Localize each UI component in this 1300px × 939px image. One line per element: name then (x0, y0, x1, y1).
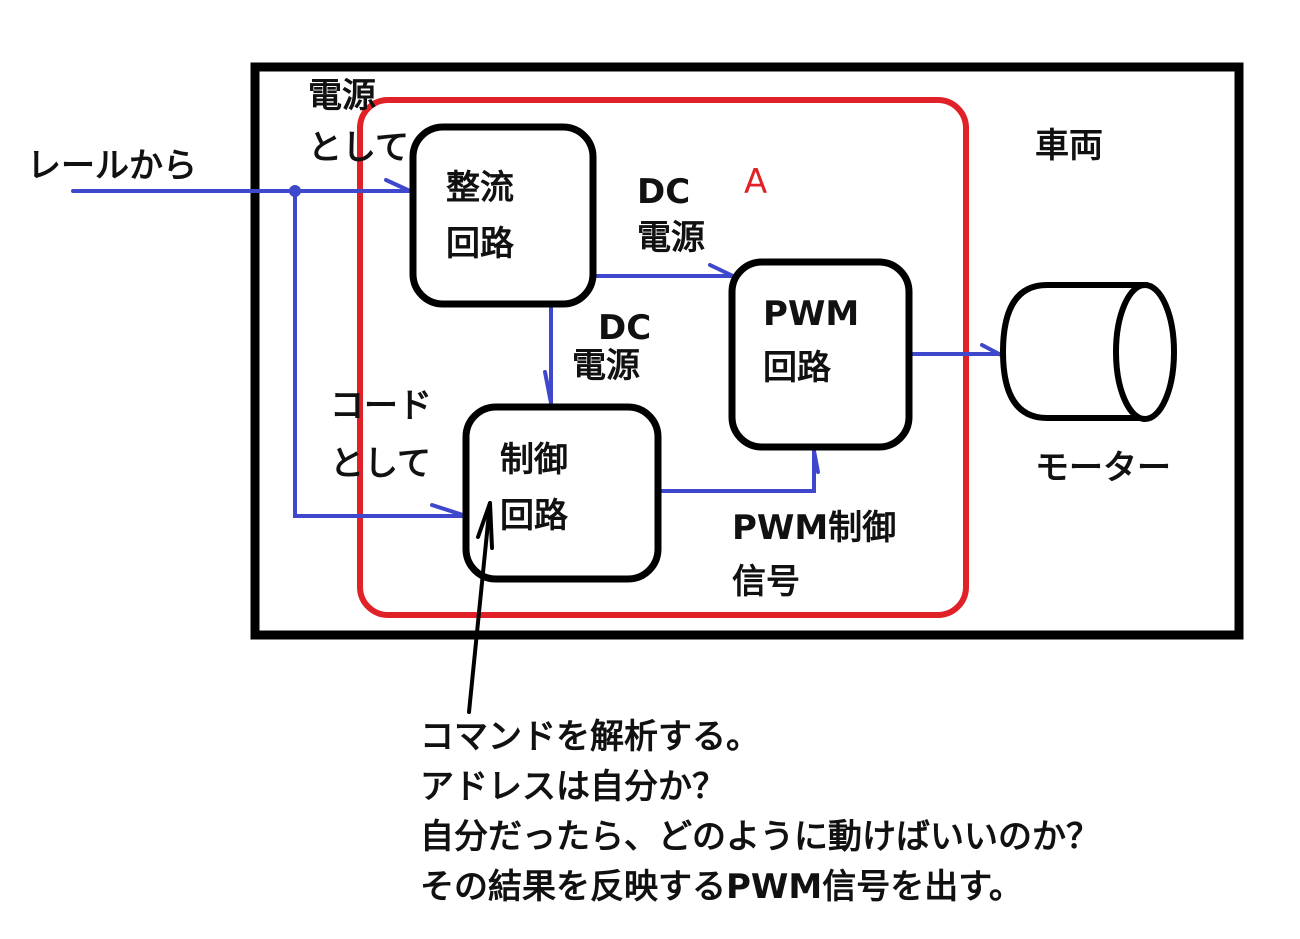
note-line: その結果を反映するPWM信号を出す。 (420, 867, 1023, 907)
rectifier-to-control-arrowhead (543, 370, 553, 405)
label-as-power-1: 電源 (308, 76, 376, 116)
label-as-power-2: として (308, 128, 409, 168)
label-motor: モーター (1035, 448, 1171, 488)
rail-to-rectifier-arrowhead (384, 178, 412, 193)
code-arrowhead (430, 503, 468, 518)
code-wire (293, 189, 470, 518)
label-dc-power-1a: DC (637, 172, 691, 212)
region-a-boundary (357, 97, 969, 618)
label-vehicle: 車両 (1035, 126, 1103, 166)
control-label-2: 回路 (500, 496, 568, 536)
note-line: 自分だったら、どのように動けばいいのか？ (420, 817, 1100, 857)
motor-icon (999, 282, 1177, 422)
label-input-from-rail: レールから (27, 146, 197, 186)
note-line: アドレスは自分か？ (420, 767, 726, 807)
note-line: コマンドを解析する。 (420, 717, 760, 757)
pwm-label-2: 回路 (763, 348, 831, 388)
control-circuit-note: コマンドを解析する。 アドレスは自分か？ 自分だったら、どのように動けばいいのか… (420, 712, 1100, 912)
control-to-pwm-wire (656, 447, 816, 493)
rectifier-to-pwm-arrowhead (708, 263, 735, 278)
rectifier-label-2: 回路 (446, 224, 514, 264)
rectifier-block (409, 123, 597, 308)
pwm-block (728, 258, 913, 451)
label-as-code-2: として (330, 444, 431, 484)
annotation-line (467, 501, 492, 714)
control-label-1: 制御 (500, 440, 568, 480)
pwm-to-motor-arrowhead (980, 343, 1003, 357)
label-pwm-control-signal-1: PWM制御 (732, 508, 897, 548)
vehicle-frame (250, 62, 1244, 640)
control-to-pwm-arrowhead (812, 449, 820, 474)
label-dc-power-1b: 電源 (637, 218, 705, 258)
pwm-label-1: PWM (763, 294, 860, 334)
label-pwm-control-signal-2: 信号 (732, 562, 800, 602)
label-region-a: A (744, 162, 768, 202)
label-dc-power-2a: DC (598, 308, 652, 348)
rectifier-label-1: 整流 (446, 168, 514, 208)
annotation-arrowhead (476, 502, 494, 550)
label-dc-power-2b: 電源 (572, 346, 640, 386)
label-as-code-1: コード (330, 386, 432, 426)
control-block (462, 403, 662, 583)
